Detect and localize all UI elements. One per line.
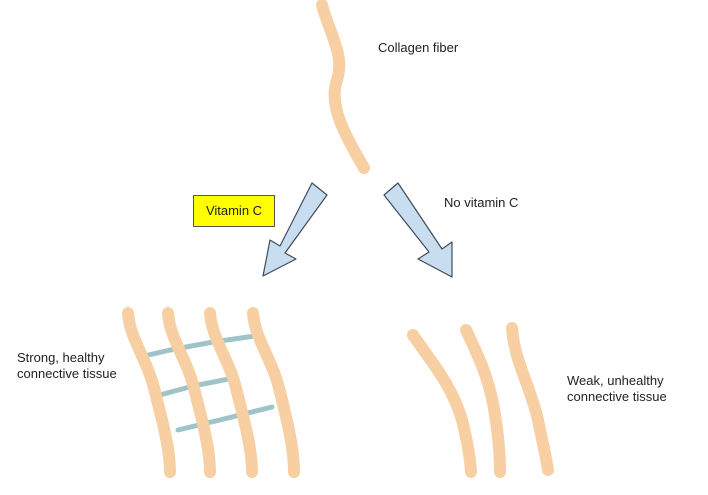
collagen-fiber-label: Collagen fiber — [378, 40, 459, 55]
collagen-fiber — [460, 324, 506, 478]
strong-fibers-group — [122, 307, 300, 478]
collagen-fiber — [122, 307, 176, 478]
strong-tissue-label: Strong, healthy connective tissue — [17, 350, 117, 382]
collagen-fiber-top — [316, 0, 370, 174]
weak-tissue-label-line: Weak, unhealthy — [567, 373, 664, 388]
weak-tissue-label: Weak, unhealthy connective tissue — [567, 373, 667, 405]
collagen-fiber — [407, 329, 477, 478]
strong-tissue-label-line: Strong, healthy — [17, 350, 105, 365]
strong-tissue-label-line: connective tissue — [17, 366, 117, 381]
arrow-vitamin-c — [262, 182, 328, 277]
collagen-fiber — [204, 307, 258, 478]
vitamin-c-label: Vitamin C — [193, 195, 275, 227]
weak-fibers-group — [407, 322, 554, 478]
no-vitamin-c-label: No vitamin C — [444, 195, 519, 210]
crosslink — [157, 383, 196, 398]
collagen-fiber — [506, 322, 554, 476]
crosslink — [225, 404, 275, 421]
arrow-no-vitamin-c — [383, 182, 453, 278]
collagen-fiber — [247, 307, 300, 478]
weak-tissue-label-line: connective tissue — [567, 389, 667, 404]
collagen-fiber — [162, 307, 216, 478]
